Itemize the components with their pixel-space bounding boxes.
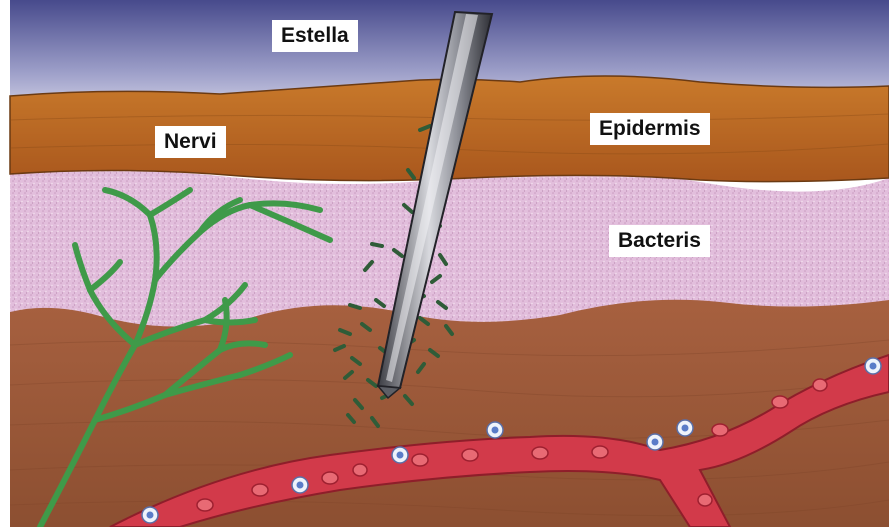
image-border [0,0,10,527]
label-nerves: Nervi [155,126,226,158]
label-splinter: Estella [272,20,358,52]
label-bacteria: Bacteris [609,225,710,257]
label-epidermis: Epidermis [590,113,710,145]
dermis-layer [10,170,889,327]
